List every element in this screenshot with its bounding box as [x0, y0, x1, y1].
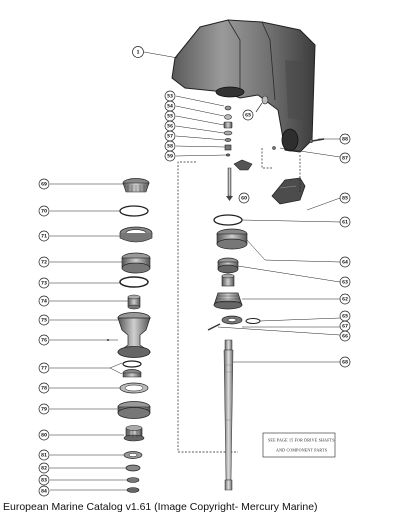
callout-label: 81: [41, 453, 47, 459]
gear-housing: [171, 19, 316, 153]
callout-label: 66: [342, 334, 348, 340]
callout-label: 54: [167, 104, 173, 110]
left-thrust-bearing: [117, 401, 151, 419]
callout-label: 55: [167, 114, 173, 120]
right-bearing-cup: [217, 257, 239, 274]
callout-label: 84: [41, 489, 47, 495]
right-leader-lines: [217, 138, 341, 363]
callout-label: 78: [41, 386, 47, 392]
note-line-2: AND COMPONENT PARTS: [276, 448, 327, 453]
callout-label: 76: [41, 338, 47, 344]
callout-label: 77: [41, 366, 47, 372]
left-race-1: [119, 226, 153, 243]
dashed-leader-lines: [177, 148, 301, 453]
shift-rod: [226, 167, 233, 201]
callout-label: 53: [167, 94, 173, 100]
right-bearing-race: [221, 273, 235, 287]
left-column-parts: [50, 178, 153, 493]
image-caption: European Marine Catalog v1.61 (Image Cop…: [3, 501, 318, 513]
callout-label: 80: [41, 433, 47, 439]
callout-label: 63: [342, 280, 348, 286]
callout-label: 73: [41, 281, 47, 287]
callout-label: 72: [41, 260, 47, 266]
right-tapered-bearing: [216, 228, 248, 250]
callout-label: 85: [342, 196, 348, 202]
bearing-parts-stack: [223, 95, 269, 171]
callout-label: 74: [41, 299, 47, 305]
callout-label: 60: [241, 196, 247, 202]
note-line-1: SEE PAGE 15 FOR DRIVE SHAFTS: [268, 438, 335, 443]
callout-label: 71: [41, 234, 47, 240]
callout-label: 82: [41, 466, 47, 472]
drive-shaft-note: SEE PAGE 15 FOR DRIVE SHAFTS AND COMPONE…: [262, 432, 336, 458]
right-gear-washers: [207, 315, 261, 331]
callout-label: 65: [245, 113, 251, 119]
callout-shift-shaft: 60: [238, 192, 250, 204]
right-drive-shaft: [223, 339, 234, 491]
left-roller-bearing: [121, 252, 151, 274]
callout-label: 70: [41, 209, 47, 215]
left-bearing-carrier: [107, 312, 152, 358]
callout-label: 88: [342, 137, 348, 143]
callouts-right: 88 87 85 61 64 63 62 65 67 66 68: [339, 133, 351, 368]
right-pin-screw: [272, 138, 325, 150]
callout-label: 68: [342, 360, 348, 366]
left-pinion-assembly: [123, 425, 145, 442]
parts-diagram: 1 53 54 55 56 57 58 59 65 60: [38, 19, 351, 497]
left-leader-lines: [50, 183, 128, 491]
callout-label: 56: [167, 124, 173, 130]
callout-label: 67: [342, 324, 348, 330]
callout-small-bolt: 65: [242, 109, 254, 121]
callout-label: 62: [342, 297, 348, 303]
callout-label: 64: [342, 260, 348, 266]
callout-label: 1: [136, 50, 139, 56]
callout-label: 69: [41, 182, 47, 188]
callouts-left: 69 70 71 72 73 74 75 76 77 78 79 80 81 8…: [38, 178, 50, 497]
callout-housing: 1: [132, 46, 179, 59]
callout-label: 87: [342, 156, 348, 162]
callout-label: 61: [342, 220, 348, 226]
callout-label: 83: [41, 478, 47, 484]
left-small-bearing: [127, 294, 141, 310]
right-column-parts: [207, 138, 341, 491]
right-pinion-gear: [213, 292, 243, 310]
left-bearing-pair: [109, 360, 142, 378]
callout-label: 58: [167, 144, 173, 150]
callout-label: 65: [342, 314, 348, 320]
callout-label: 75: [41, 318, 47, 324]
left-top-bearing-gear: [122, 178, 150, 193]
callout-label: 59: [167, 154, 173, 160]
callout-label: 79: [41, 407, 47, 413]
right-cover-plate: [271, 177, 306, 205]
callout-bearing-stack: 53 54 55 56 57 58 59: [164, 90, 227, 162]
callout-label: 57: [167, 134, 173, 140]
